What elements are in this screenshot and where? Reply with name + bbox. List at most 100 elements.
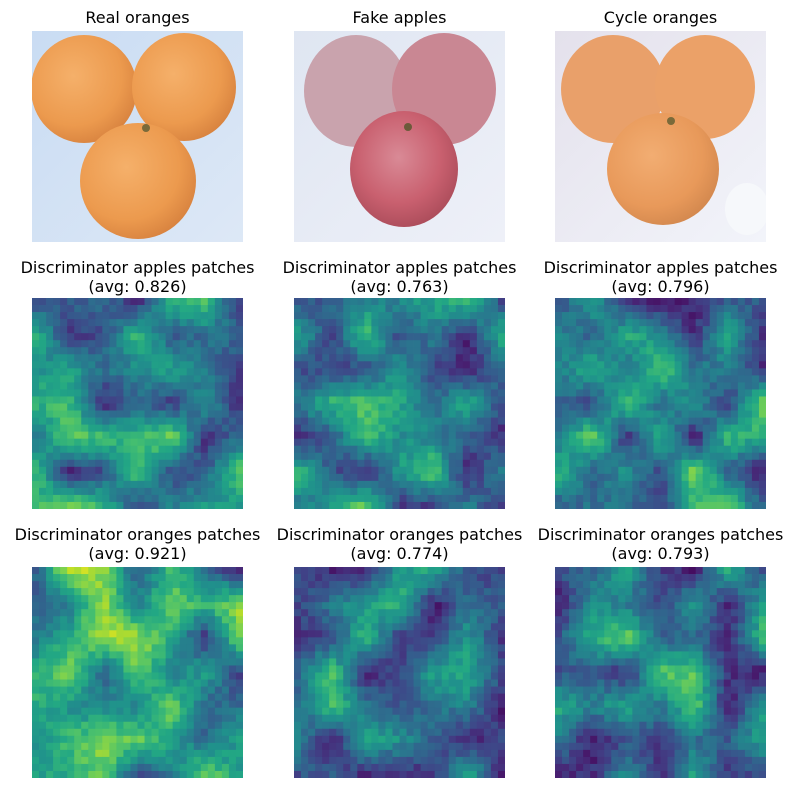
heatmap-cell — [434, 319, 443, 327]
heatmap-cell — [483, 637, 492, 645]
heatmap-cell — [158, 431, 167, 440]
heatmap-cell — [434, 588, 443, 596]
heatmap-cell — [60, 707, 68, 716]
heatmap-cell — [709, 298, 718, 306]
heatmap-cell — [214, 770, 223, 778]
heatmap-cell — [95, 403, 103, 411]
heatmap-cell — [179, 361, 188, 369]
heatmap-cell — [455, 679, 464, 687]
heatmap-cell — [200, 403, 209, 411]
heatmap-cell — [406, 602, 414, 610]
heatmap-cell — [228, 665, 237, 673]
heatmap-cell — [116, 756, 124, 765]
heatmap-cell — [308, 665, 316, 673]
heatmap-cell — [235, 567, 243, 575]
heatmap-cell — [158, 770, 167, 778]
heatmap-cell — [716, 567, 725, 575]
heatmap-cell — [200, 749, 209, 758]
heatmap-cell — [336, 431, 344, 440]
heatmap-cell — [39, 665, 47, 673]
heatmap-cell — [39, 742, 47, 751]
heatmap-cell — [179, 333, 188, 341]
heatmap-cell — [604, 445, 612, 454]
heatmap-cell — [441, 693, 450, 702]
heatmap-cell — [688, 473, 697, 482]
heatmap-cell — [235, 459, 243, 468]
heatmap-cell — [385, 735, 393, 744]
heatmap-cell — [301, 494, 309, 503]
heatmap-cell — [695, 389, 704, 397]
heatmap-cell — [137, 588, 145, 596]
heatmap-cell — [702, 487, 711, 496]
heatmap-cell — [646, 445, 654, 454]
heatmap-cell — [455, 672, 464, 680]
heatmap-cell — [469, 658, 478, 666]
heatmap-cell — [469, 756, 478, 765]
heatmap-cell — [228, 487, 237, 496]
heatmap-cell — [371, 326, 379, 334]
heatmap-cell — [137, 756, 145, 765]
heatmap-cell — [81, 487, 89, 496]
heatmap-cell — [39, 637, 47, 645]
heatmap-cell — [653, 396, 661, 404]
heatmap-cell — [371, 480, 379, 489]
heatmap-cell — [301, 728, 309, 737]
heatmap-cell — [137, 672, 145, 680]
heatmap-cell — [420, 431, 429, 440]
heatmap-cell — [109, 756, 117, 765]
heatmap-cell — [322, 602, 330, 610]
heatmap-cell — [441, 403, 450, 411]
heatmap-cell — [490, 616, 499, 624]
heatmap-cell — [681, 672, 690, 680]
heatmap-cell — [483, 602, 492, 610]
heatmap-cell — [207, 368, 216, 376]
heatmap-cell — [172, 459, 181, 468]
heatmap-cell — [60, 494, 68, 503]
heatmap-cell — [308, 756, 316, 765]
heatmap-cell — [730, 340, 739, 348]
heatmap-cell — [186, 431, 195, 440]
heatmap-cell — [151, 651, 159, 659]
heatmap-cell — [301, 424, 309, 433]
heatmap-cell — [469, 452, 478, 461]
heatmap-cell — [193, 595, 202, 603]
heatmap-cell — [130, 742, 138, 751]
heatmap-cell — [632, 658, 640, 666]
heatmap-cell — [350, 459, 358, 468]
heatmap-cell — [413, 721, 421, 730]
heatmap-cell — [301, 623, 309, 631]
heatmap-cell — [737, 665, 746, 673]
heatmap-cell — [497, 770, 505, 778]
heatmap-cell — [130, 389, 138, 397]
heatmap-cell — [625, 312, 633, 320]
heatmap-cell — [632, 494, 640, 503]
heatmap-cell — [88, 742, 96, 751]
heatmap-cell — [322, 319, 330, 327]
heatmap-cell — [109, 396, 117, 404]
heatmap-cell — [214, 298, 223, 306]
heatmap-cell — [179, 637, 188, 645]
heatmap-cell — [490, 651, 499, 659]
heatmap-cell — [392, 501, 400, 509]
heatmap-cell — [618, 602, 626, 610]
heatmap-cell — [483, 728, 492, 737]
heatmap-cell — [639, 326, 647, 334]
heatmap-cell — [39, 574, 47, 582]
heatmap-cell — [611, 487, 619, 496]
heatmap-cell — [228, 595, 237, 603]
heatmap-cell — [674, 644, 682, 652]
heatmap-cell — [730, 630, 739, 638]
heatmap-cell — [322, 452, 330, 461]
heatmap-cell — [597, 396, 605, 404]
heatmap-cell — [702, 501, 711, 509]
heatmap-cell — [235, 728, 243, 737]
heatmap-cell — [583, 630, 591, 638]
heatmap-cell — [315, 672, 323, 680]
heatmap-cell — [53, 417, 61, 425]
heatmap-cell — [221, 728, 230, 737]
heatmap-cell — [144, 644, 152, 652]
heatmap-cell — [207, 707, 216, 716]
heatmap-cell — [618, 319, 626, 327]
heatmap-cell — [399, 756, 407, 765]
heatmap-cell — [294, 501, 302, 509]
